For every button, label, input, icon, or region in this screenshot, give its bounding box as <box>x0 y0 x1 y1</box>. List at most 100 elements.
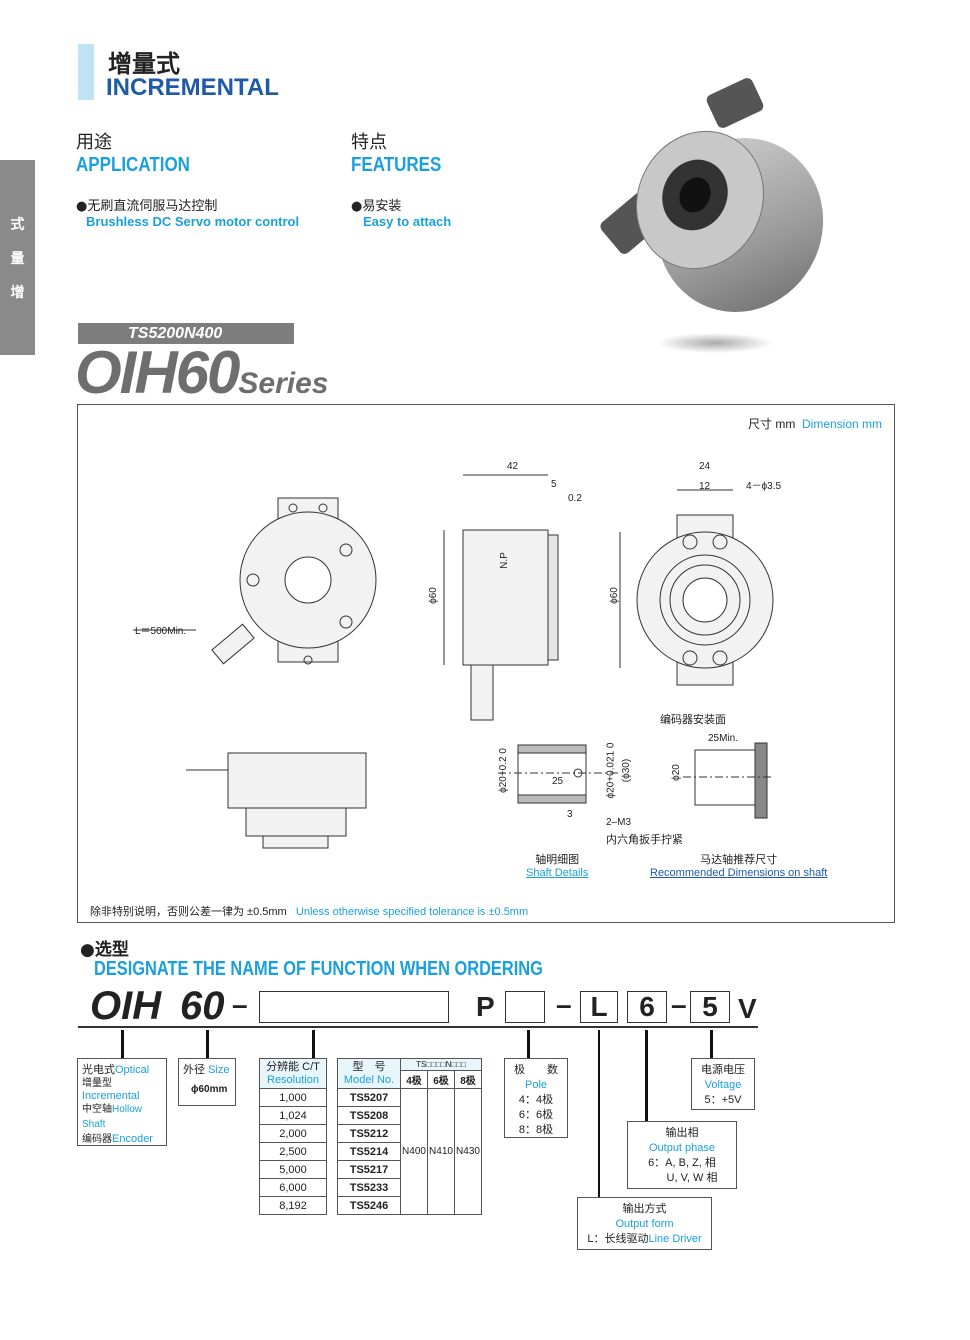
dimension-drawing-box: 尺寸 mm Dimension mm L＝500Min. 42 5 0.2 24… <box>77 404 895 923</box>
type-box: 光电式Optical 增量型 Incremental 中空轴Hollow Sha… <box>77 1058 167 1146</box>
dim-24: 24 <box>699 461 711 472</box>
pointer <box>645 1030 648 1122</box>
shaft-detail-view <box>498 742 773 819</box>
tolerance-en: Unless otherwise specified tolerance is … <box>295 906 529 918</box>
dim-phi60-side: ϕ60 <box>427 587 439 604</box>
dim-phi20-bore: ϕ20+0.021 0 <box>605 742 617 799</box>
output-form-item-cn: L：长线驱动 <box>587 1233 649 1245</box>
bottom-view <box>186 752 367 849</box>
type-incremental-cn: 增量型 <box>82 1078 112 1089</box>
pointer <box>312 1030 315 1058</box>
table-row: 1,000 <box>259 1088 327 1107</box>
code-dash: – <box>671 989 687 1020</box>
pole-en: Pole <box>524 1079 548 1091</box>
pointer <box>527 1030 530 1058</box>
cable-length-label: L＝500Min. <box>135 626 187 637</box>
code-dash: – <box>556 989 572 1020</box>
dim-phi30: (ϕ30) <box>621 758 633 783</box>
series-main: OIH60 <box>75 339 240 406</box>
dim-phi60-rear: ϕ60 <box>608 587 620 604</box>
model-value: TS5246 <box>337 1196 401 1215</box>
features-item-en: Easy to attach <box>363 214 452 229</box>
voltage-box: 电源电压 Voltage 5：+5V <box>691 1058 755 1110</box>
model-value: TS5207 <box>337 1088 401 1107</box>
table-row: 8,192 <box>259 1196 327 1215</box>
features-section: 特点 FEATURES ●易安装 Easy to attach <box>351 128 457 229</box>
series-suffix: Series <box>238 367 329 400</box>
model-value: TS5233 <box>337 1178 401 1197</box>
features-title-en: FEATURES <box>351 154 442 176</box>
dim-25: 25 <box>552 776 564 787</box>
type-hollow-en: Hollow Shaft <box>82 1104 143 1130</box>
shaft-details-en: Shaft Details <box>526 867 589 879</box>
resolution-value: 2,000 <box>259 1124 327 1143</box>
pole-header: 8极 <box>454 1070 482 1089</box>
code-l: L <box>580 991 618 1023</box>
type-encoder-en: Encoder <box>112 1133 153 1145</box>
pole-item: 6：6极 <box>518 1109 554 1121</box>
dimension-label-en: Dimension mm <box>801 417 882 431</box>
side-tab-char: 增 <box>10 284 25 301</box>
size-en: Size <box>208 1064 230 1076</box>
resolution-header-en: Resolution <box>267 1073 319 1086</box>
table-row: TS5207 N400 N410 N430 <box>337 1088 482 1215</box>
table-row: 2,000 <box>259 1124 327 1143</box>
dim-0-2: 0.2 <box>568 493 582 504</box>
side-tab-char: 式 <box>10 216 25 233</box>
pole-header: 6极 <box>427 1070 455 1089</box>
model-value: TS5214 <box>337 1142 401 1161</box>
pointer <box>598 1030 600 1198</box>
ordering-title-en: DESIGNATE THE NAME OF FUNCTION WHEN ORDE… <box>94 958 543 980</box>
resolution-value: 2,500 <box>259 1142 327 1161</box>
shaft-details-cn: 轴明细图 <box>535 854 580 866</box>
table-row: TS5212 <box>337 1124 482 1143</box>
phase-en: Output phase <box>648 1142 716 1154</box>
output-form-box: 输出方式 Output form L：长线驱动Line Driver <box>577 1197 712 1250</box>
application-title-cn: 用途 <box>76 132 112 153</box>
table-row: TS5246 <box>337 1196 482 1215</box>
output-phase-box: 输出相 Output phase 6：A, B, Z, 相 U, V, W 相 <box>627 1121 737 1189</box>
voltage-cn: 电源电压 <box>701 1064 745 1076</box>
pole-item: 8：8极 <box>518 1124 554 1136</box>
pole-box: 极 数 Pole 4：4极 6：6极 8：8极 <box>504 1058 568 1138</box>
dim-12: 12 <box>699 481 711 492</box>
pointer <box>206 1030 209 1058</box>
code-dash: – <box>232 989 248 1020</box>
m3-label: 2–M3 <box>606 817 632 828</box>
type-optical-en: Optical <box>115 1064 150 1076</box>
hex-wrench-label: 内六角扳手拧紧 <box>606 834 683 846</box>
application-item-en: Brushless DC Servo motor control <box>86 214 300 229</box>
type-optical-cn: 光电式 <box>82 1064 115 1076</box>
output-form-item-en: Line Driver <box>648 1233 702 1245</box>
application-title-en: APPLICATION <box>76 154 190 176</box>
code-5: 5 <box>690 991 730 1023</box>
front-view <box>211 497 377 665</box>
size-cn: 外径 <box>183 1064 205 1076</box>
table-row: 2,500 <box>259 1142 327 1161</box>
recommended-cn: 马达轴推荐尺寸 <box>700 854 778 866</box>
features-title-cn: 特点 <box>351 132 387 153</box>
dim-3: 3 <box>567 809 573 820</box>
suffix-6-pole: N410 <box>427 1088 455 1215</box>
technical-drawing <box>133 474 774 849</box>
dimension-label-cn: 尺寸 mm <box>747 417 796 431</box>
voltage-en: Voltage <box>704 1079 742 1091</box>
table-row: 1,024 <box>259 1106 327 1125</box>
ordering-title-cn: ●选型 <box>80 940 129 960</box>
resolution-value: 5,000 <box>259 1160 327 1179</box>
type-hollow-cn: 中空轴 <box>82 1104 112 1115</box>
pointer <box>121 1030 124 1058</box>
pole-header: 4极 <box>400 1070 428 1089</box>
dim-phi20-tol: ϕ20+0.2 0 <box>497 748 509 793</box>
code-pole-slot <box>505 991 545 1023</box>
code-model-slot <box>259 991 449 1023</box>
table-row: 6,000 <box>259 1178 327 1197</box>
pole-item: 4：4极 <box>518 1094 554 1106</box>
output-form-cn: 输出方式 <box>622 1203 667 1215</box>
features-item-cn: ●易安装 <box>351 199 402 214</box>
tolerance-cn: 除非特别说明，否则公差一律为 ±0.5mm <box>90 906 287 918</box>
model-value: TS5212 <box>337 1124 401 1143</box>
resolution-value: 6,000 <box>259 1178 327 1197</box>
